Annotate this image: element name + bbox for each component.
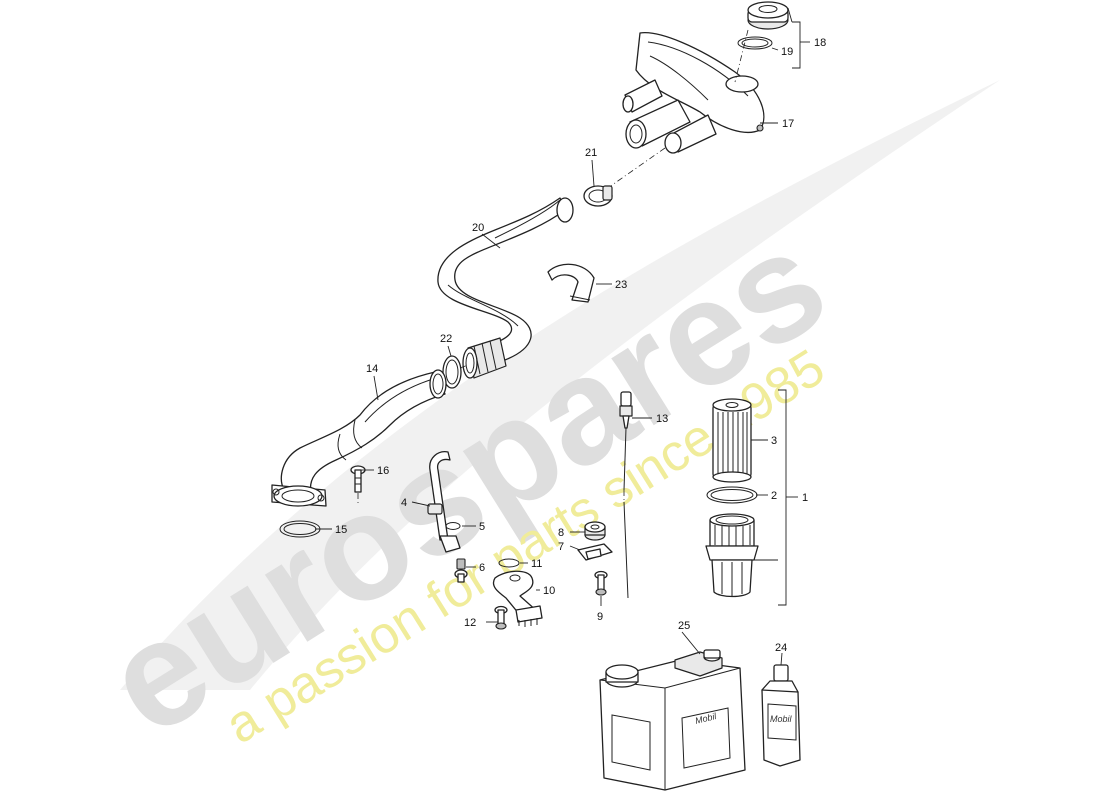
part-3-filter-insert <box>712 398 752 483</box>
callout-3: 3 <box>771 435 777 447</box>
callout-12: 12 <box>464 617 476 629</box>
callout-1: 1 <box>802 492 808 504</box>
part-17-filler-housing <box>622 32 765 154</box>
callout-14: 14 <box>366 363 378 375</box>
part-10-suction-pipe <box>492 570 543 627</box>
watermark-swoosh <box>120 80 1000 690</box>
callout-25: 25 <box>678 620 690 632</box>
part-9-screw <box>594 570 608 596</box>
part-18-filler-cap <box>747 1 789 30</box>
part-11-seal-ring <box>498 558 520 568</box>
callout-18: 18 <box>814 37 826 49</box>
callout-13: 13 <box>656 413 668 425</box>
callout-15: 15 <box>335 524 347 536</box>
part-25-oil-canister: Mobil <box>599 649 746 791</box>
callout-9: 9 <box>597 611 603 623</box>
part-21-hose-clamp <box>583 185 613 207</box>
part-6-screw <box>454 558 468 583</box>
callout-4: 4 <box>401 497 407 509</box>
callout-23: 23 <box>615 279 627 291</box>
part-1-filter-housing <box>705 513 759 598</box>
part-5-seal <box>445 522 461 530</box>
callout-5: 5 <box>479 521 485 533</box>
part-8-bush <box>584 521 606 541</box>
callout-24: 24 <box>775 642 787 654</box>
part-13-dipstick <box>619 391 633 599</box>
part-14-filler-pipe <box>271 369 447 507</box>
part-12-screw <box>494 605 508 630</box>
callout-8: 8 <box>558 527 564 539</box>
callout-6: 6 <box>479 562 485 574</box>
part-24-oil-bottle: Mobil <box>761 664 801 767</box>
group-bracket-18 <box>792 21 801 69</box>
part-4-guide-tube <box>427 451 461 553</box>
callout-2: 2 <box>771 490 777 502</box>
group-bracket-1 <box>778 389 787 606</box>
callout-11: 11 <box>531 558 542 570</box>
part-23-retaining-clip <box>547 263 595 303</box>
part-2-o-ring <box>706 486 758 504</box>
callout-16: 16 <box>377 465 389 477</box>
part-20-filler-hose <box>437 197 574 379</box>
callout-22: 22 <box>440 333 452 345</box>
callout-17: 17 <box>782 118 794 130</box>
callout-10: 10 <box>543 585 555 597</box>
bottle-brand-label: Mobil <box>770 714 793 724</box>
callouts: 18 19 17 21 20 23 22 14 13 3 16 2 1 4 5 … <box>335 37 826 654</box>
part-7-bracket <box>577 543 613 561</box>
callout-20: 20 <box>472 222 484 234</box>
part-19-seal-ring <box>737 36 773 50</box>
callout-7: 7 <box>558 541 564 553</box>
callout-19: 19 <box>781 46 793 58</box>
watermark: eurospares a passion for parts since 198… <box>78 80 1000 767</box>
part-16-bolt <box>350 465 366 493</box>
callout-21: 21 <box>585 147 597 159</box>
leader-lines <box>315 7 793 666</box>
